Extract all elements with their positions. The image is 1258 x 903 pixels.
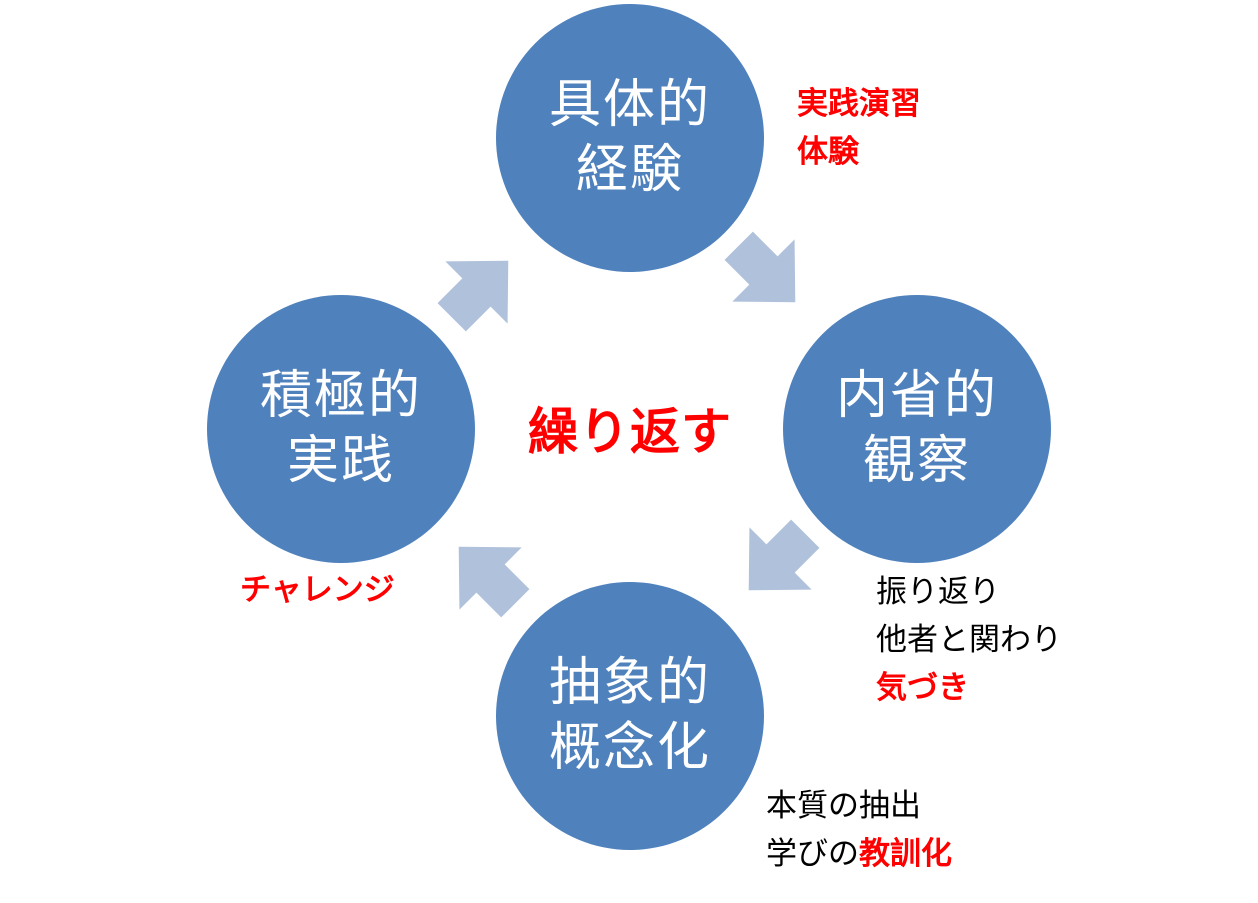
annotation-line: 本質の抽出 (766, 788, 921, 824)
annotation-right: 振り返り 他者と関わり 気づき (876, 568, 1062, 712)
annotation-line: 他者と関わり (876, 622, 1062, 659)
annotation-line-highlight: 気づき (876, 670, 969, 707)
node-label-line1: 内省的 (835, 366, 998, 426)
annotation-line: 学びの教訓化 (766, 830, 952, 878)
arrow-right-to-bottom (748, 519, 820, 591)
arrow-bottom-to-left (458, 546, 530, 618)
annotation-line: チャレンジ (240, 572, 395, 608)
annotation-line-highlight: 教訓化 (859, 836, 952, 873)
node-label-line2: 経験 (575, 140, 684, 200)
annotation-left: チャレンジ (240, 566, 395, 614)
node-label-line1: 積極的 (259, 366, 422, 426)
arrow-left-to-top (437, 260, 509, 332)
node-label-line2: 観察 (862, 431, 971, 491)
arrow-top-to-right (724, 231, 796, 303)
node-concrete-experience: 具体的 経験 (496, 4, 764, 272)
node-label-line2: 概念化 (548, 718, 711, 778)
annotation-top: 実践演習 体験 (797, 80, 921, 176)
node-label-line1: 具体的 (548, 75, 711, 135)
annotation-bottom: 本質の抽出 学びの教訓化 (766, 782, 952, 878)
node-reflective-observation: 内省的 観察 (783, 295, 1051, 563)
node-active-experimentation: 積極的 実践 (207, 295, 475, 563)
annotation-line: 振り返り (876, 574, 1000, 610)
node-label-line1: 抽象的 (548, 653, 711, 713)
center-label: 繰り返す (528, 403, 732, 461)
annotation-line: 実践演習 (797, 86, 921, 122)
node-abstract-conceptualization: 抽象的 概念化 (496, 582, 764, 850)
annotation-line: 体験 (797, 134, 859, 171)
node-label-line2: 実践 (286, 431, 395, 491)
annotation-line-prefix: 学びの (766, 836, 859, 873)
